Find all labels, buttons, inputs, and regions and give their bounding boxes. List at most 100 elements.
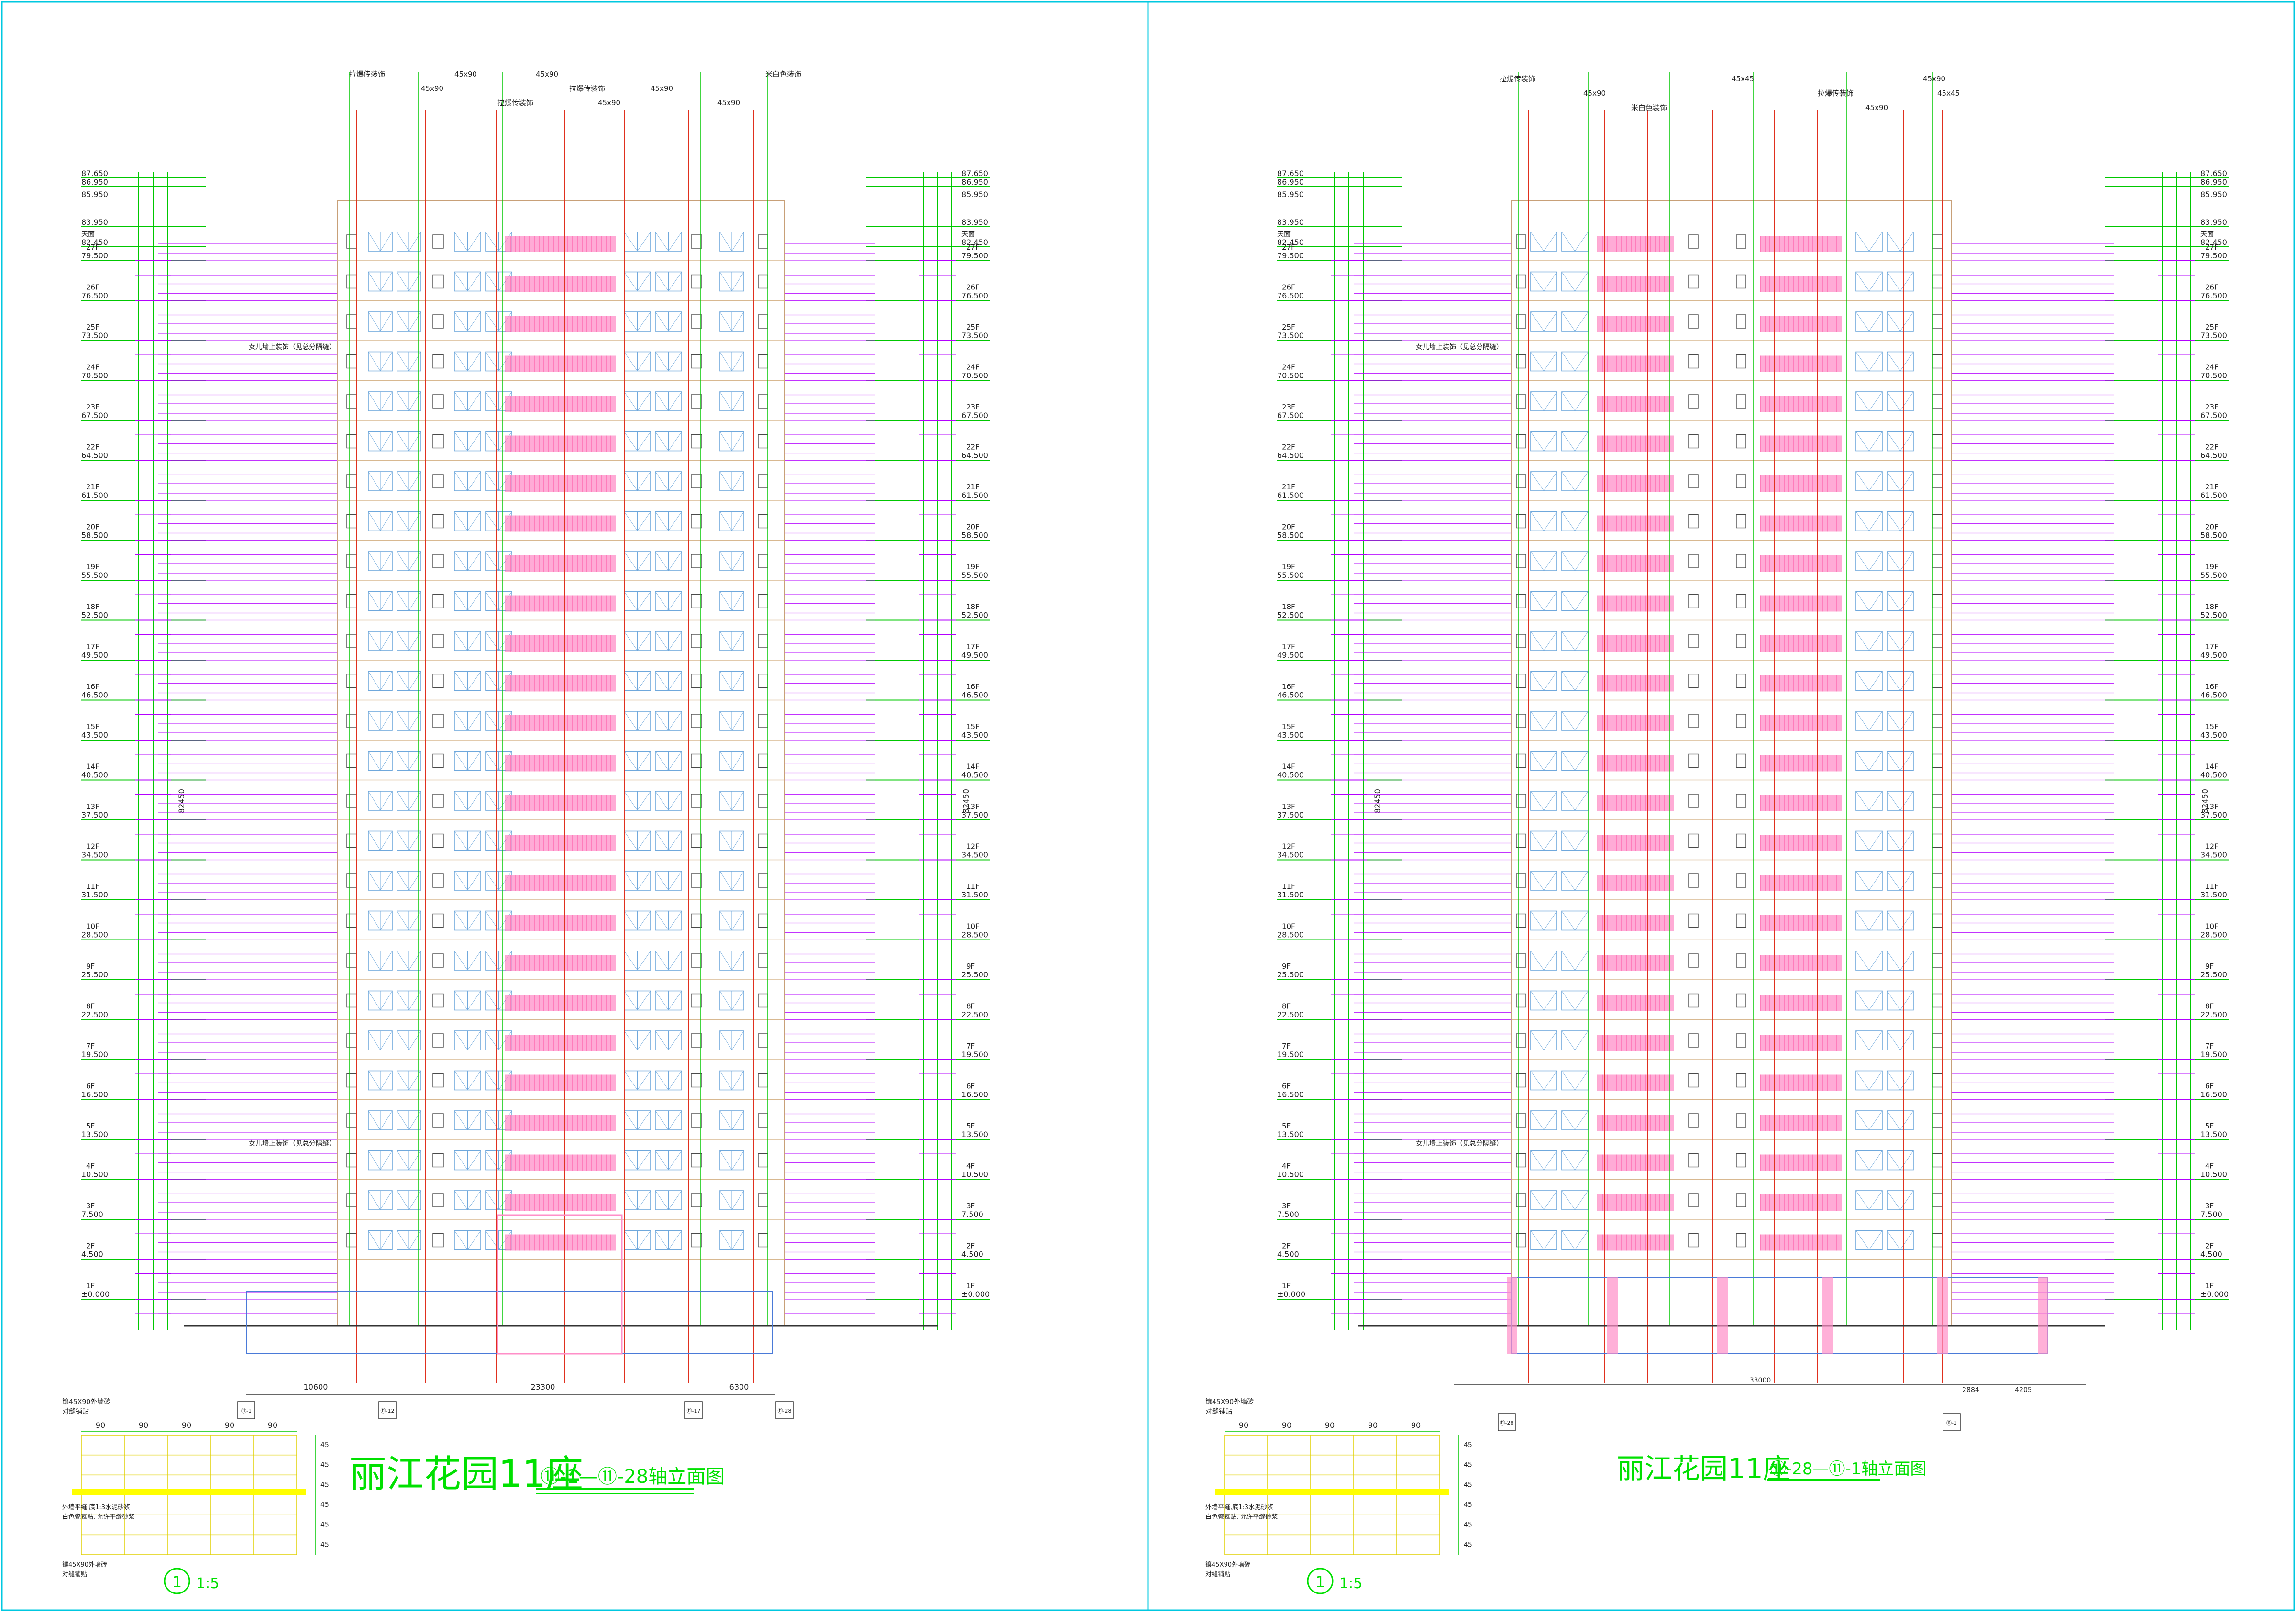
small-window — [691, 554, 702, 568]
window-diagonal — [637, 1071, 651, 1090]
window-diagonal — [498, 1110, 512, 1130]
floor-elevation: 43.500 — [2200, 730, 2227, 740]
window-diagonal — [731, 791, 744, 811]
floor-elevation: 4.500 — [1277, 1250, 1299, 1259]
window-diagonal — [1530, 272, 1544, 291]
floor-label: 19F — [2205, 563, 2219, 571]
podium-column — [1507, 1277, 1517, 1354]
small-window — [758, 634, 768, 648]
bottom-dim: 6300 — [729, 1382, 749, 1392]
window-diagonal — [1544, 1150, 1557, 1170]
window-diagonal — [397, 272, 409, 291]
small-window — [758, 594, 768, 608]
window-diagonal — [1530, 232, 1544, 252]
window-diagonal — [1887, 311, 1900, 332]
floor-elevation: 37.500 — [2200, 810, 2227, 819]
floor-label: 3F — [86, 1202, 95, 1210]
podium — [246, 1291, 773, 1354]
small-window — [346, 873, 357, 888]
window-diagonal — [637, 391, 651, 411]
window-diagonal — [1869, 911, 1883, 930]
window-diagonal — [368, 1110, 381, 1130]
callout-label: 45x90 — [454, 70, 477, 78]
small-window — [346, 913, 357, 928]
floor-label: 8F — [86, 1002, 95, 1011]
window-diagonal — [1855, 311, 1869, 332]
floor-label: 14F — [2205, 763, 2219, 771]
side-dim: 45 — [320, 1461, 329, 1469]
floor-label: 15F — [1282, 722, 1295, 731]
window-diagonal — [397, 232, 409, 252]
floor-elevation: 28.500 — [961, 930, 988, 940]
small-window — [1736, 1033, 1746, 1048]
window-diagonal — [1855, 1030, 1869, 1050]
window-diagonal — [719, 871, 732, 891]
scale-circle — [164, 1568, 190, 1594]
window-diagonal — [1575, 791, 1589, 811]
window-diagonal — [368, 951, 381, 971]
window-diagonal — [637, 1150, 651, 1170]
floor-label: 6F — [966, 1082, 975, 1091]
span-dim: 90 — [96, 1421, 105, 1430]
window-diagonal — [498, 1190, 512, 1210]
window-diagonal — [1900, 871, 1914, 891]
window-diagonal — [368, 791, 381, 811]
floor-label: 7F — [966, 1042, 975, 1050]
window-diagonal — [485, 311, 499, 332]
window-diagonal — [498, 232, 512, 252]
window-diagonal — [485, 1190, 499, 1210]
floor-label: 27F — [966, 243, 980, 252]
window-diagonal — [498, 471, 512, 491]
small-window — [1688, 394, 1699, 409]
floor-elevation: 16.500 — [81, 1090, 108, 1099]
floor-elevation: 34.500 — [2200, 851, 2227, 860]
window-diagonal — [637, 751, 651, 771]
small-window — [1736, 794, 1746, 808]
window-diagonal — [408, 1071, 421, 1090]
window-diagonal — [498, 511, 512, 531]
window-diagonal — [1544, 551, 1557, 571]
window-diagonal — [408, 591, 421, 611]
callout-label: 拉爆传装饰 — [569, 84, 605, 93]
roof-elevation: 82.450 — [1277, 238, 1304, 247]
window-diagonal — [1855, 272, 1869, 291]
window-diagonal — [498, 352, 512, 371]
window-diagonal — [1900, 1230, 1914, 1250]
right-subtitle: ⑪-28—⑪-1轴立面图 — [1770, 1459, 1926, 1479]
small-window — [1736, 1153, 1746, 1168]
balcony-railing — [506, 475, 616, 492]
window-diagonal — [1869, 551, 1883, 571]
window-diagonal — [624, 1230, 638, 1250]
scale-text: 1:5 — [1339, 1575, 1362, 1592]
floor-label: 27F — [2205, 243, 2219, 252]
window-diagonal — [655, 831, 669, 851]
window-diagonal — [624, 671, 638, 691]
window-diagonal — [668, 911, 682, 930]
axis-mark: ⑪-1 — [1946, 1420, 1957, 1426]
detail-note: 对缝铺贴 — [1205, 1571, 1230, 1578]
window-diagonal — [1887, 431, 1900, 451]
window-diagonal — [719, 911, 732, 930]
callout-label: 拉爆传装饰 — [1818, 89, 1854, 98]
floor-label: 15F — [966, 722, 980, 731]
window-diagonal — [1900, 311, 1914, 332]
floor-label: 21F — [86, 483, 99, 491]
floor-elevation: 37.500 — [81, 810, 108, 819]
small-window — [432, 274, 444, 289]
window-diagonal — [408, 911, 421, 930]
floor-label: 4F — [86, 1162, 95, 1171]
window-diagonal — [408, 352, 421, 371]
window-diagonal — [408, 791, 421, 811]
window-diagonal — [624, 1071, 638, 1090]
floor-elevation: 43.500 — [961, 730, 988, 740]
window-diagonal — [1900, 951, 1914, 971]
window-diagonal — [637, 551, 651, 571]
small-window — [758, 354, 768, 369]
floor-elevation: 16.500 — [2200, 1090, 2227, 1099]
window-diagonal — [498, 1150, 512, 1170]
window-diagonal — [1887, 1150, 1900, 1170]
window-diagonal — [1561, 311, 1575, 332]
window-diagonal — [1869, 1110, 1883, 1130]
floor-label: 15F — [2205, 722, 2219, 731]
window-diagonal — [1561, 951, 1575, 971]
